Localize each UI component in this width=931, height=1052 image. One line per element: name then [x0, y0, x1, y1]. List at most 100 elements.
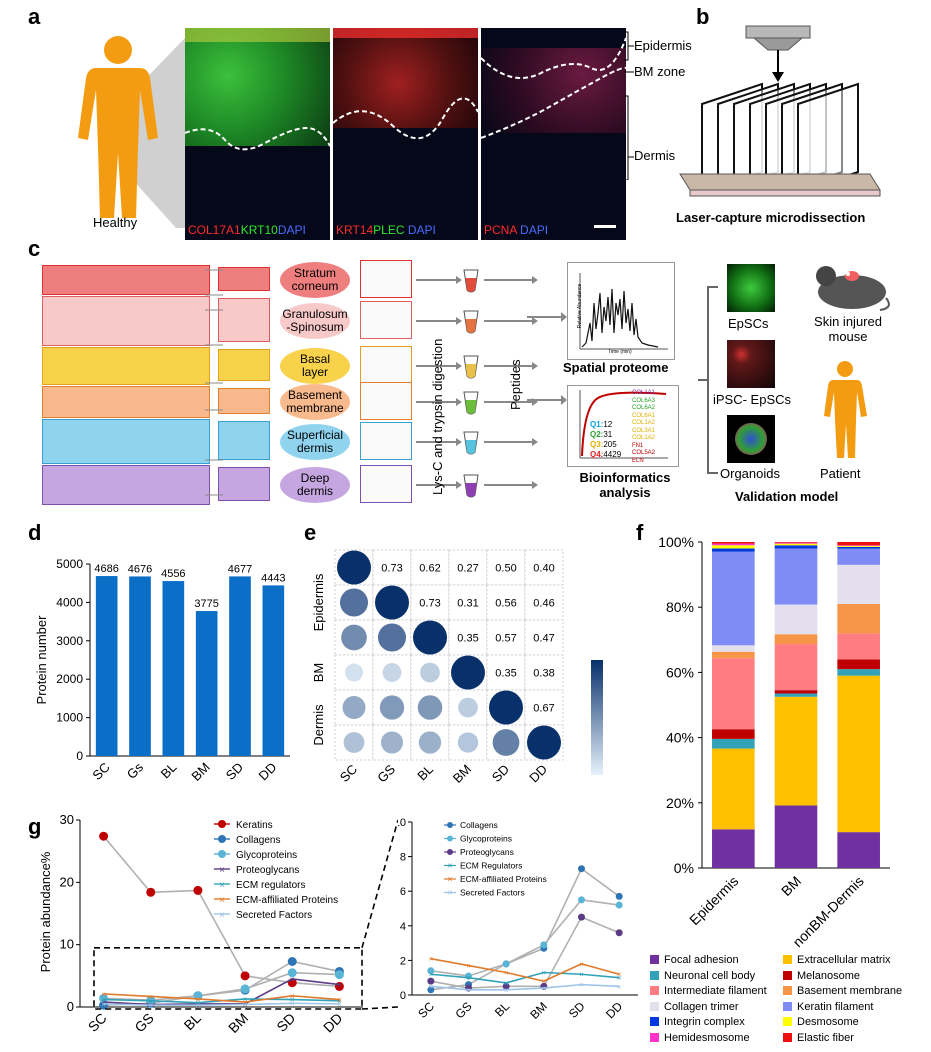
zone-bm: BM zone: [634, 64, 686, 79]
y-tick-label-3: 3000: [56, 634, 83, 648]
ranked-protein-5: COL3A1: [632, 427, 656, 434]
legend-swatch-0: [650, 955, 659, 964]
g-y-axis-label: Protein abundance%: [38, 851, 53, 972]
zoom-layer-2: [218, 349, 270, 381]
gi-marker-4-1: ×: [466, 962, 471, 971]
ranked-protein-0: COL1A1: [632, 390, 656, 396]
g-series-line-0: [102, 835, 340, 988]
arrow-head-a-2: [456, 362, 462, 370]
gi-y-tick-label-2: 4: [400, 921, 406, 933]
g-legend-label-1: Collagens: [236, 835, 280, 846]
seg-0-3: [712, 729, 755, 739]
quartile-3: Q4:4429: [590, 450, 621, 460]
stain-label-0-1: KRT10: [240, 223, 278, 237]
g-marker-5-4: ×: [290, 992, 295, 1001]
quartile-key-1: Q2:: [590, 430, 604, 439]
zoom-layer-4: [218, 421, 270, 460]
ranked-protein-3: COL6A1: [632, 412, 656, 419]
gi-marker-2-5: [615, 929, 623, 937]
x-tick-label-SC: SC: [89, 760, 112, 783]
gi-marker-5-1: ×: [466, 986, 471, 995]
g-x-tick-label-SD: SD: [273, 1010, 298, 1035]
corr-circle-5-3: [457, 732, 479, 753]
seg-0-8: [712, 548, 755, 552]
healthy-human-icon: [78, 36, 185, 228]
g-x-tick-label-BL: BL: [181, 1010, 205, 1034]
stain-caption-3: PCNA DAPI: [484, 223, 548, 237]
legend-item-2: Neuronal cell body: [650, 970, 755, 982]
legend-swatch-4: [650, 986, 659, 995]
layer-arrow-row-1: [416, 310, 538, 334]
seg-2-11: [837, 542, 880, 546]
row-group-label-2: Dermis: [311, 704, 326, 746]
g-marker-5-0: ×: [101, 990, 106, 999]
g-marker-2-5: [334, 970, 344, 980]
legend-item-0: Focal adhesion: [650, 954, 739, 966]
legend-swatch-2: [650, 970, 659, 980]
layer-arrow-row-4: [416, 431, 538, 454]
corr-circle-5-5: [527, 725, 561, 760]
ipsc-epscs-image: [727, 340, 775, 388]
legend-swatch-10: [650, 1032, 659, 1042]
microscopy-image-1: COL17A1KRT10DAPI: [185, 28, 330, 240]
corr-circle-2-2: [413, 620, 447, 655]
gi-marker-5-4: ×: [579, 981, 584, 990]
corr-circle-5-1: [380, 731, 404, 754]
bar-DD: [262, 585, 285, 756]
g-legend-label-2: Glycoproteins: [236, 850, 297, 861]
legend-swatch-3: [783, 970, 792, 980]
cell-0-1: [372, 549, 412, 586]
layer-pill-line1-0: Stratum: [293, 266, 336, 280]
layer-pill-line2-5: dermis: [296, 484, 333, 498]
legend-label-3: Melanosome: [797, 969, 860, 982]
bar-SD: [229, 576, 251, 756]
gi-x-tick-label-BM: BM: [527, 999, 550, 1022]
legend-item-5: Basement membrane: [783, 985, 902, 997]
x-tick-label-BL: BL: [158, 760, 180, 782]
legend-item-4: Intermediate filament: [650, 985, 767, 997]
zone-dermis: Dermis: [634, 148, 676, 163]
corr-value-2-5: 0.47: [533, 633, 554, 645]
g-legend-marker-4: ×: [219, 880, 225, 891]
zoom-layer-5: [218, 467, 270, 501]
legend-item-8: Integrin complex: [650, 1016, 745, 1028]
quartile-value-1: 31: [603, 430, 613, 439]
arrow-head-a-3: [456, 398, 462, 406]
skin-layer-2: [42, 347, 210, 385]
ranked-protein-7: FN1: [632, 442, 644, 449]
g-marker-4-5: ×: [337, 997, 342, 1006]
layer-pill-line2-4: dermis: [296, 440, 333, 455]
seg-1-8: [774, 545, 818, 549]
legend-swatch-7: [783, 1001, 792, 1011]
g-marker-4-4: ×: [290, 996, 295, 1005]
zoom-line-top: [361, 819, 398, 949]
y-tick-label-0: 0%: [674, 860, 694, 876]
layer-arrow-row-5: [416, 474, 538, 498]
ms-y-label: Relative Abundance: [577, 283, 584, 329]
g-marker-4-3: ×: [243, 995, 248, 1004]
y-axis-label: Protein number: [34, 615, 49, 705]
skin-layer-schematic: [42, 265, 210, 505]
seg-0-7: [712, 551, 755, 646]
gi-x-tick-label-SC: SC: [415, 999, 437, 1021]
skin-layer-0: [42, 265, 210, 295]
legend-label-1: Extracellular matrix: [797, 954, 891, 966]
g-marker-5-1: ×: [148, 992, 153, 1001]
peptides-label: Peptides: [508, 359, 523, 410]
quartile-key-2: Q3:: [590, 440, 604, 449]
ranked-protein-6: COL1A2: [632, 435, 656, 441]
bar-label-BL: 4556: [161, 568, 185, 580]
panel-label-d: d: [28, 520, 42, 545]
legend-swatch-11: [783, 1032, 792, 1042]
g-marker-3-5: ×: [337, 981, 342, 990]
corr-value-1-4: 0.56: [495, 598, 516, 610]
seg-1-6: [774, 604, 818, 635]
gi-marker-1-0: [427, 967, 435, 975]
layer-arrow-row-2: [416, 355, 538, 379]
ranked-protein-8: COL5A2: [632, 450, 656, 456]
peptides-arrows: [527, 312, 567, 405]
colorbar-label: Pearson correlation: [608, 661, 610, 774]
zoom-layer-0: [218, 267, 270, 291]
